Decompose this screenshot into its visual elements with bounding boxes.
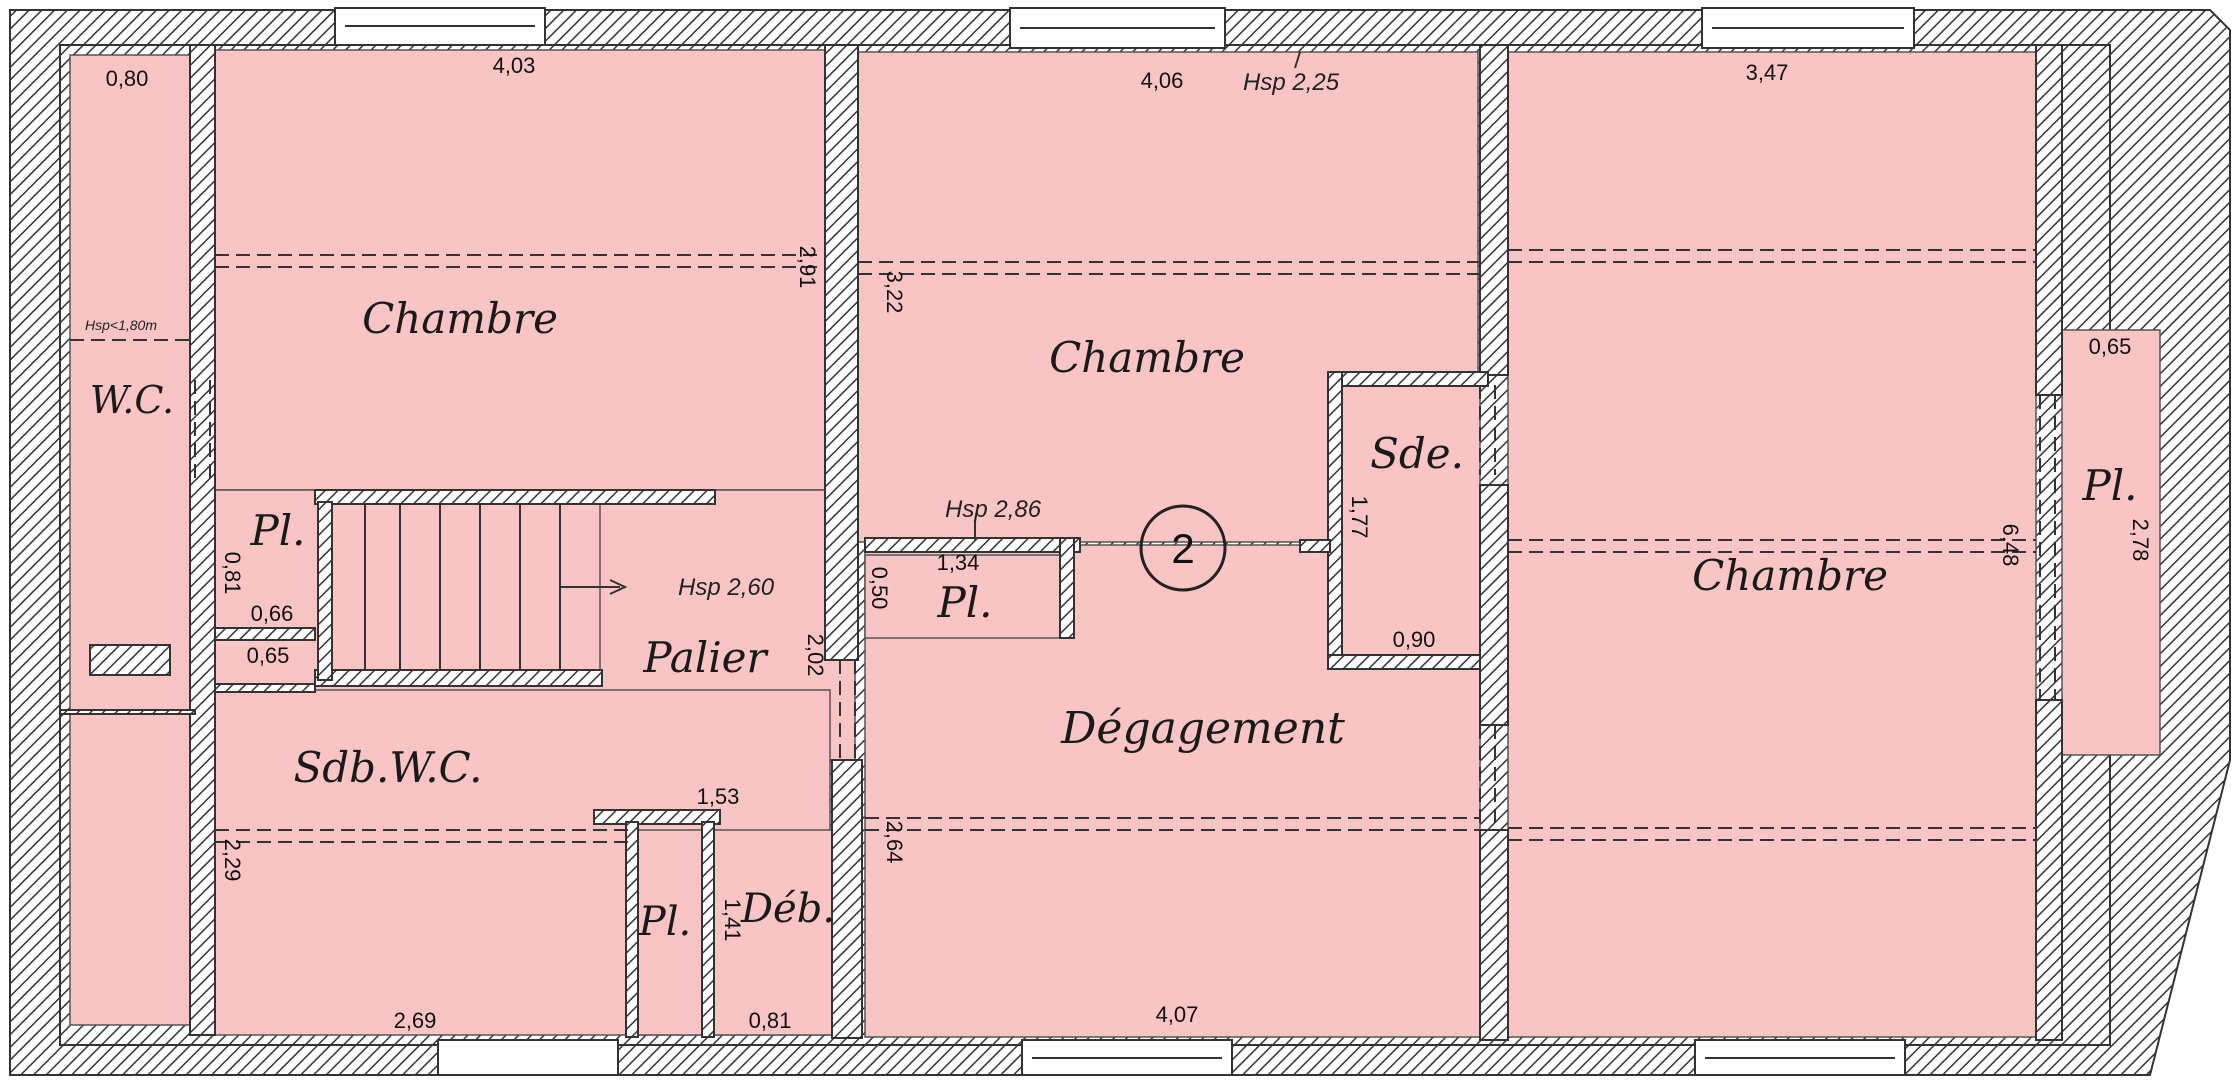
dim-pl-right-width: 0,65 (2089, 334, 2132, 359)
interior-walls (59, 44, 2063, 1041)
dim-chambre-left-width: 4,03 (493, 53, 536, 78)
dim-pl-left-width: 0,66 (251, 601, 294, 626)
room-label-wc: W.C. (90, 378, 174, 422)
dim-chambre-right-depth: 6,48 (1998, 524, 2023, 567)
hsp-palier: Hsp 2,60 (678, 574, 775, 601)
stair-treads (364, 505, 628, 670)
dim-chambre-right-width: 3,47 (1746, 60, 1789, 85)
pl-right-room (2061, 329, 2161, 756)
room-label-pl-bottom: Pl. (638, 899, 691, 945)
room-label-sdb-wc: Sdb.W.C. (293, 743, 482, 792)
room-label-chambre-right: Chambre (1692, 551, 1888, 600)
dim-chambre-center-width: 4,06 (1141, 68, 1184, 93)
room-label-pl-right: Pl. (2081, 461, 2137, 510)
hsp-wc: Hsp<1,80m (85, 317, 157, 333)
dim-pl-bottom-height: 1,41 (720, 899, 745, 942)
chambre-left-room (214, 49, 826, 491)
dim-sdb-depth: 2,29 (220, 839, 245, 882)
dim-wc-width: 0,80 (106, 66, 149, 91)
pl-center-room (864, 554, 1066, 639)
dim-chambre-left-depth: 2,91 (795, 246, 820, 289)
hsp-pl-center: Hsp 2,86 (945, 496, 1042, 523)
wc-room (69, 54, 191, 1026)
dim-sdb-width: 2,69 (394, 1008, 437, 1033)
level-marker: 2 (1171, 525, 1194, 572)
ceiling-heights: Hsp 2,25 Hsp<1,80m Hsp 2,86 Hsp 2,60 (85, 51, 1340, 601)
dim-sde-width: 0,90 (1393, 627, 1436, 652)
dim-pl-left-height: 0,81 (220, 552, 245, 595)
hsp-top: Hsp 2,25 (1243, 69, 1340, 96)
dim-closet-width: 0,65 (247, 643, 290, 668)
window-bottom-left (437, 1039, 619, 1076)
dim-pl-right-height: 2,78 (2128, 519, 2153, 562)
deb-room (711, 829, 838, 1036)
room-label-chambre-left: Chambre (362, 294, 558, 343)
sde-room (1341, 384, 1481, 656)
pl-bottom-room (637, 829, 703, 1036)
dashed-lines (70, 249, 2056, 843)
dim-degagement-width: 4,07 (1156, 1002, 1199, 1027)
room-label-pl-left: Pl. (249, 506, 305, 555)
windows (334, 7, 1915, 1076)
dimensions: 0,80 4,03 4,06 3,47 0,65 0,66 0,65 1,34 … (106, 53, 2153, 1033)
dim-pl-center-height: 0,50 (867, 567, 892, 610)
room-label-pl-center: Pl. (936, 578, 992, 627)
chambre-right-room (1507, 51, 2037, 1038)
dim-chambre-center-depth: 3,22 (882, 271, 907, 314)
room-label-degagement: Dégagement (1060, 703, 1345, 754)
room-labels: W.C. Chambre Chambre Chambre Sde. Pl. Pl… (90, 294, 2138, 945)
room-label-palier: Palier (642, 633, 769, 682)
room-label-sde: Sde. (1370, 429, 1464, 478)
room-label-chambre-center: Chambre (1049, 333, 1245, 382)
room-label-deb: Déb. (740, 886, 835, 932)
dim-pl-bottom-width: 1,53 (697, 784, 740, 809)
dim-sde-height: 1,77 (1347, 496, 1372, 539)
level-marker-circle (1139, 504, 1227, 592)
dim-pl-center-width: 1,34 (937, 550, 980, 575)
dim-deb-width: 0,81 (749, 1008, 792, 1033)
dim-degagement-depth: 2,64 (882, 821, 907, 864)
dim-palier-depth: 2,02 (803, 634, 828, 677)
